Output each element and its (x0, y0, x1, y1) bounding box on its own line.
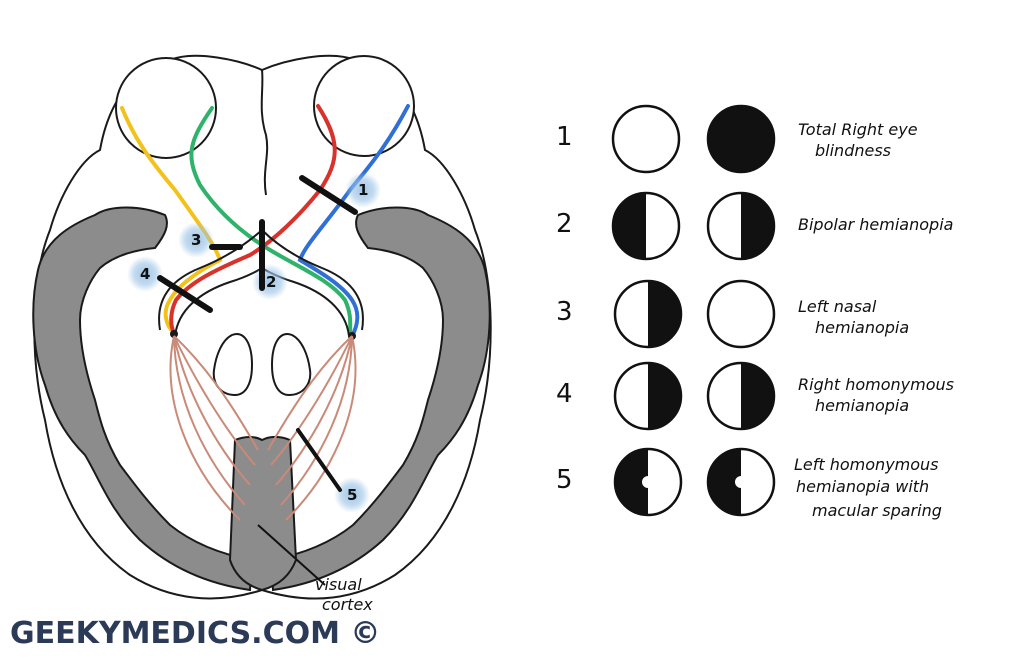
row-number: 2 (556, 209, 573, 239)
row-4: 4 Right homonymous hemianopia (556, 361, 954, 431)
lesion-cuts (157, 175, 358, 492)
left-field-full (611, 104, 681, 174)
row-desc-line1: Bipolar hemianopia (798, 215, 953, 234)
row-number: 4 (556, 379, 573, 409)
row-desc-line1: Total Right eye (798, 120, 918, 139)
lesion-cut-5 (296, 428, 342, 492)
row-number: 3 (556, 297, 573, 327)
ventricles (212, 333, 312, 397)
row-desc-line3: macular sparing (812, 501, 942, 520)
right-field-full (706, 279, 776, 349)
row-1: 1 Total Right eye blindness (556, 104, 918, 174)
row-desc-line2: blindness (815, 141, 891, 160)
row-3: 3 Left nasal hemianopia (556, 279, 909, 349)
left-field-left-half-dark-macular (613, 447, 683, 517)
cortex-label-line2: cortex (322, 595, 373, 614)
lesion-label-1: 1 (358, 181, 368, 199)
lesion-label-2: 2 (266, 273, 276, 291)
lesion-glows (127, 172, 381, 513)
right-eye (313, 55, 415, 157)
row-desc-line1: Left homonymous (794, 455, 939, 474)
lesion-label-5: 5 (347, 486, 357, 504)
row-number: 5 (556, 465, 573, 495)
visual-cortex-pointer: visual cortex (257, 524, 373, 614)
lesion-labels: 1 2 3 4 5 (140, 181, 368, 504)
left-field-right-half-dark (613, 279, 683, 349)
left-eye (115, 57, 217, 159)
row-desc-line1: Left nasal (798, 297, 877, 316)
watermark: GEEKYMEDICS.COM © (10, 616, 381, 651)
right-field-left-half-dark-macular (706, 447, 776, 517)
optic-radiations (169, 335, 357, 521)
lesion-cut-4 (157, 275, 213, 313)
optic-fibres (120, 104, 410, 338)
lesion-label-3: 3 (191, 231, 201, 249)
row-desc-line2: hemianopia (815, 318, 909, 337)
left-field-left-half-dark (611, 191, 681, 261)
row-desc-line2: hemianopia with (796, 477, 929, 496)
cortex-gray (32, 206, 491, 592)
row-5: 5 Left homonymous hemianopia with macula… (556, 447, 942, 520)
row-desc-line2: hemianopia (815, 396, 909, 415)
right-field-right-half-dark (706, 361, 776, 431)
lesion-cut-1 (299, 175, 358, 215)
right-field-right-half-dark (706, 191, 776, 261)
visual-field-table: 1 Total Right eye blindness 2 Bipolar he… (556, 104, 954, 520)
row-number: 1 (556, 122, 573, 152)
left-field-right-half-dark (613, 361, 683, 431)
cortex-label-line1: visual (315, 575, 362, 594)
lesion-label-4: 4 (140, 265, 150, 283)
row-desc-line1: Right homonymous (798, 375, 954, 394)
right-field-blind (706, 104, 776, 174)
row-2: 2 Bipolar hemianopia (556, 191, 953, 261)
